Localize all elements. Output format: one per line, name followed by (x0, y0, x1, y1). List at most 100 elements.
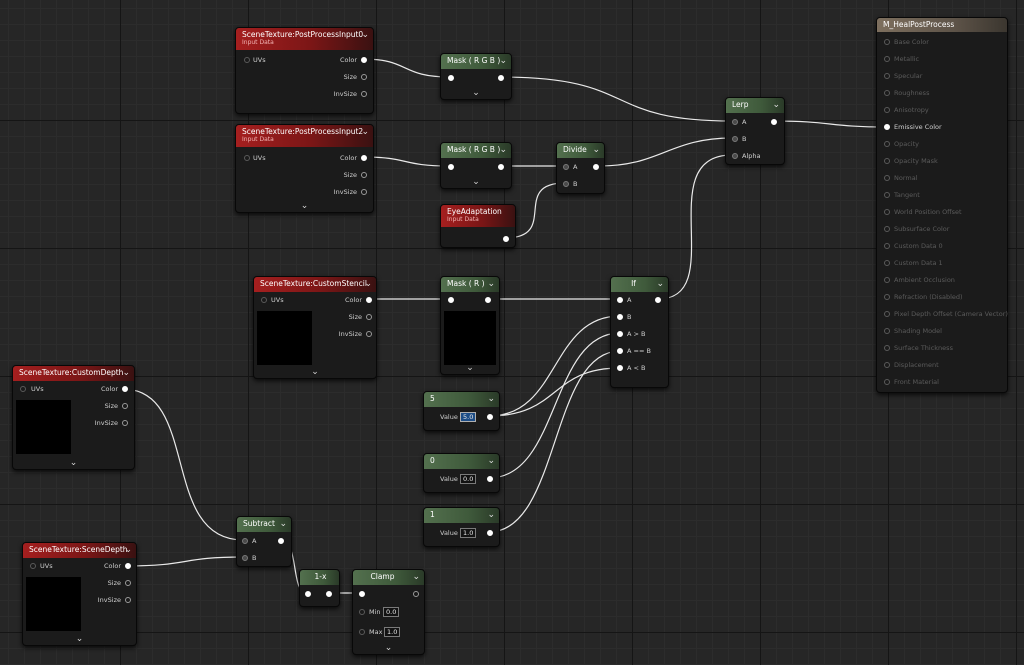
material-input-pin[interactable] (884, 158, 890, 164)
output-pin[interactable] (485, 297, 491, 303)
collapse-chevron-icon[interactable]: ⌄ (592, 145, 600, 155)
collapse-chevron-icon[interactable]: ⌄ (122, 368, 130, 378)
node-header[interactable]: 1 ⌄ (424, 508, 499, 523)
material-input-row[interactable]: Front Material (884, 378, 939, 386)
mask-rgb-node[interactable]: Mask ( R G B ) ⌄ ⌄ (440, 53, 512, 100)
scene-texture-scenedepth-node[interactable]: SceneTexture:SceneDepth ⌄ UVs Color Size… (22, 542, 137, 646)
expand-chevron-icon[interactable]: ⌄ (472, 177, 480, 187)
material-input-pin[interactable] (884, 209, 890, 215)
a-input-pin[interactable] (563, 164, 569, 170)
expand-chevron-icon[interactable]: ⌄ (300, 201, 309, 211)
material-input-row[interactable]: Custom Data 0 (884, 242, 943, 250)
size-output-pin[interactable] (361, 172, 367, 178)
node-header[interactable]: 1-x (300, 570, 339, 585)
a-input-pin[interactable] (617, 297, 623, 303)
a-input-pin[interactable] (242, 538, 248, 544)
scene-texture-postprocessinput2-node[interactable]: SceneTexture:PostProcessInput2 Input Dat… (235, 124, 374, 213)
collapse-chevron-icon[interactable]: ⌄ (361, 127, 369, 137)
color-output-pin[interactable] (361, 155, 367, 161)
input-pin[interactable] (448, 75, 454, 81)
node-header[interactable]: Subtract ⌄ (237, 517, 291, 532)
invsize-output-pin[interactable] (122, 420, 128, 426)
a-equal-b-input-pin[interactable] (617, 348, 623, 354)
node-header[interactable]: SceneTexture:PostProcessInput0 Input Dat… (236, 28, 373, 50)
uvs-input-pin[interactable] (30, 563, 36, 569)
a-less-b-input-pin[interactable] (617, 365, 623, 371)
material-input-row[interactable]: Surface Thickness (884, 344, 953, 352)
b-input-pin[interactable] (242, 555, 248, 561)
material-input-pin[interactable] (884, 192, 890, 198)
node-header[interactable]: 5 ⌄ (424, 392, 499, 407)
uvs-input-pin[interactable] (244, 155, 250, 161)
value-field[interactable]: 1.0 (460, 528, 477, 538)
node-header[interactable]: Mask ( R ) ⌄ (441, 277, 499, 292)
one-minus-node[interactable]: 1-x (299, 569, 340, 607)
uvs-input-pin[interactable] (20, 386, 26, 392)
material-input-pin[interactable] (884, 311, 890, 317)
node-header[interactable]: M_HealPostProcess (877, 18, 1007, 32)
output-pin[interactable] (655, 297, 661, 303)
subtract-node[interactable]: Subtract ⌄ A B (236, 516, 292, 567)
value-field[interactable]: 0.0 (460, 474, 477, 484)
invsize-output-pin[interactable] (361, 91, 367, 97)
collapse-chevron-icon[interactable]: ⌄ (412, 572, 420, 582)
expand-chevron-icon[interactable]: ⌄ (311, 367, 319, 377)
material-input-row[interactable]: Base Color (884, 38, 929, 46)
scene-texture-customstencil-node[interactable]: SceneTexture:CustomStencil ⌄ UVs Color S… (253, 276, 377, 379)
b-input-pin[interactable] (617, 314, 623, 320)
lerp-node[interactable]: Lerp ⌄ A B Alpha (725, 97, 785, 165)
material-input-row[interactable]: Opacity Mask (884, 157, 938, 165)
material-input-row[interactable]: Custom Data 1 (884, 259, 943, 267)
max-value-field[interactable]: 1.0 (384, 627, 401, 637)
node-header[interactable]: 0 ⌄ (424, 454, 499, 469)
output-pin[interactable] (413, 591, 419, 597)
material-input-pin[interactable] (884, 90, 890, 96)
output-pin[interactable] (771, 119, 777, 125)
invsize-output-pin[interactable] (366, 331, 372, 337)
input-pin[interactable] (305, 591, 311, 597)
node-header[interactable]: Clamp ⌄ (353, 570, 424, 585)
output-pin[interactable] (593, 164, 599, 170)
collapse-chevron-icon[interactable]: ⌄ (487, 394, 495, 404)
collapse-chevron-icon[interactable]: ⌄ (499, 145, 507, 155)
material-input-pin[interactable] (884, 243, 890, 249)
invsize-output-pin[interactable] (125, 597, 131, 603)
scene-texture-customdepth-node[interactable]: SceneTexture:CustomDepth ⌄ UVs Color Siz… (12, 365, 135, 470)
material-input-pin[interactable] (884, 73, 890, 79)
eye-adaptation-node[interactable]: EyeAdaptation Input Data (440, 204, 516, 248)
material-input-pin[interactable] (884, 56, 890, 62)
invsize-output-pin[interactable] (361, 189, 367, 195)
size-output-pin[interactable] (122, 403, 128, 409)
collapse-chevron-icon[interactable]: ⌄ (487, 279, 495, 289)
expand-chevron-icon[interactable]: ⌄ (75, 634, 84, 644)
scene-texture-postprocessinput0-node[interactable]: SceneTexture:PostProcessInput0 Input Dat… (235, 27, 374, 114)
a-greater-b-input-pin[interactable] (617, 331, 623, 337)
expand-chevron-icon[interactable]: ⌄ (69, 458, 78, 468)
node-header[interactable]: EyeAdaptation Input Data (441, 205, 515, 227)
material-input-pin[interactable] (884, 124, 890, 130)
value-field[interactable]: 5.0 (460, 412, 477, 422)
collapse-chevron-icon[interactable]: ⌄ (279, 519, 287, 529)
material-input-row[interactable]: Pixel Depth Offset (Camera Vector) (884, 310, 1008, 318)
collapse-chevron-icon[interactable]: ⌄ (487, 510, 495, 520)
size-output-pin[interactable] (361, 74, 367, 80)
material-input-pin[interactable] (884, 141, 890, 147)
color-output-pin[interactable] (125, 563, 131, 569)
a-input-pin[interactable] (732, 119, 738, 125)
b-input-pin[interactable] (563, 181, 569, 187)
constant-1-node[interactable]: 1 ⌄ Value 1.0 (423, 507, 500, 547)
uvs-input-pin[interactable] (261, 297, 267, 303)
expand-chevron-icon[interactable]: ⌄ (466, 363, 474, 373)
min-value-field[interactable]: 0.0 (383, 607, 400, 617)
constant-5-node[interactable]: 5 ⌄ Value 5.0 (423, 391, 500, 431)
min-input-pin[interactable] (359, 609, 365, 615)
clamp-node[interactable]: Clamp ⌄ Min 0.0 Max 1.0 ⌄ (352, 569, 425, 655)
material-input-row[interactable]: Subsurface Color (884, 225, 949, 233)
output-pin[interactable] (487, 530, 493, 536)
material-input-row[interactable]: Ambient Occlusion (884, 276, 955, 284)
alpha-input-pin[interactable] (732, 153, 738, 159)
material-input-row[interactable]: Displacement (884, 361, 939, 369)
color-output-pin[interactable] (122, 386, 128, 392)
material-input-pin[interactable] (884, 328, 890, 334)
output-pin[interactable] (498, 164, 504, 170)
